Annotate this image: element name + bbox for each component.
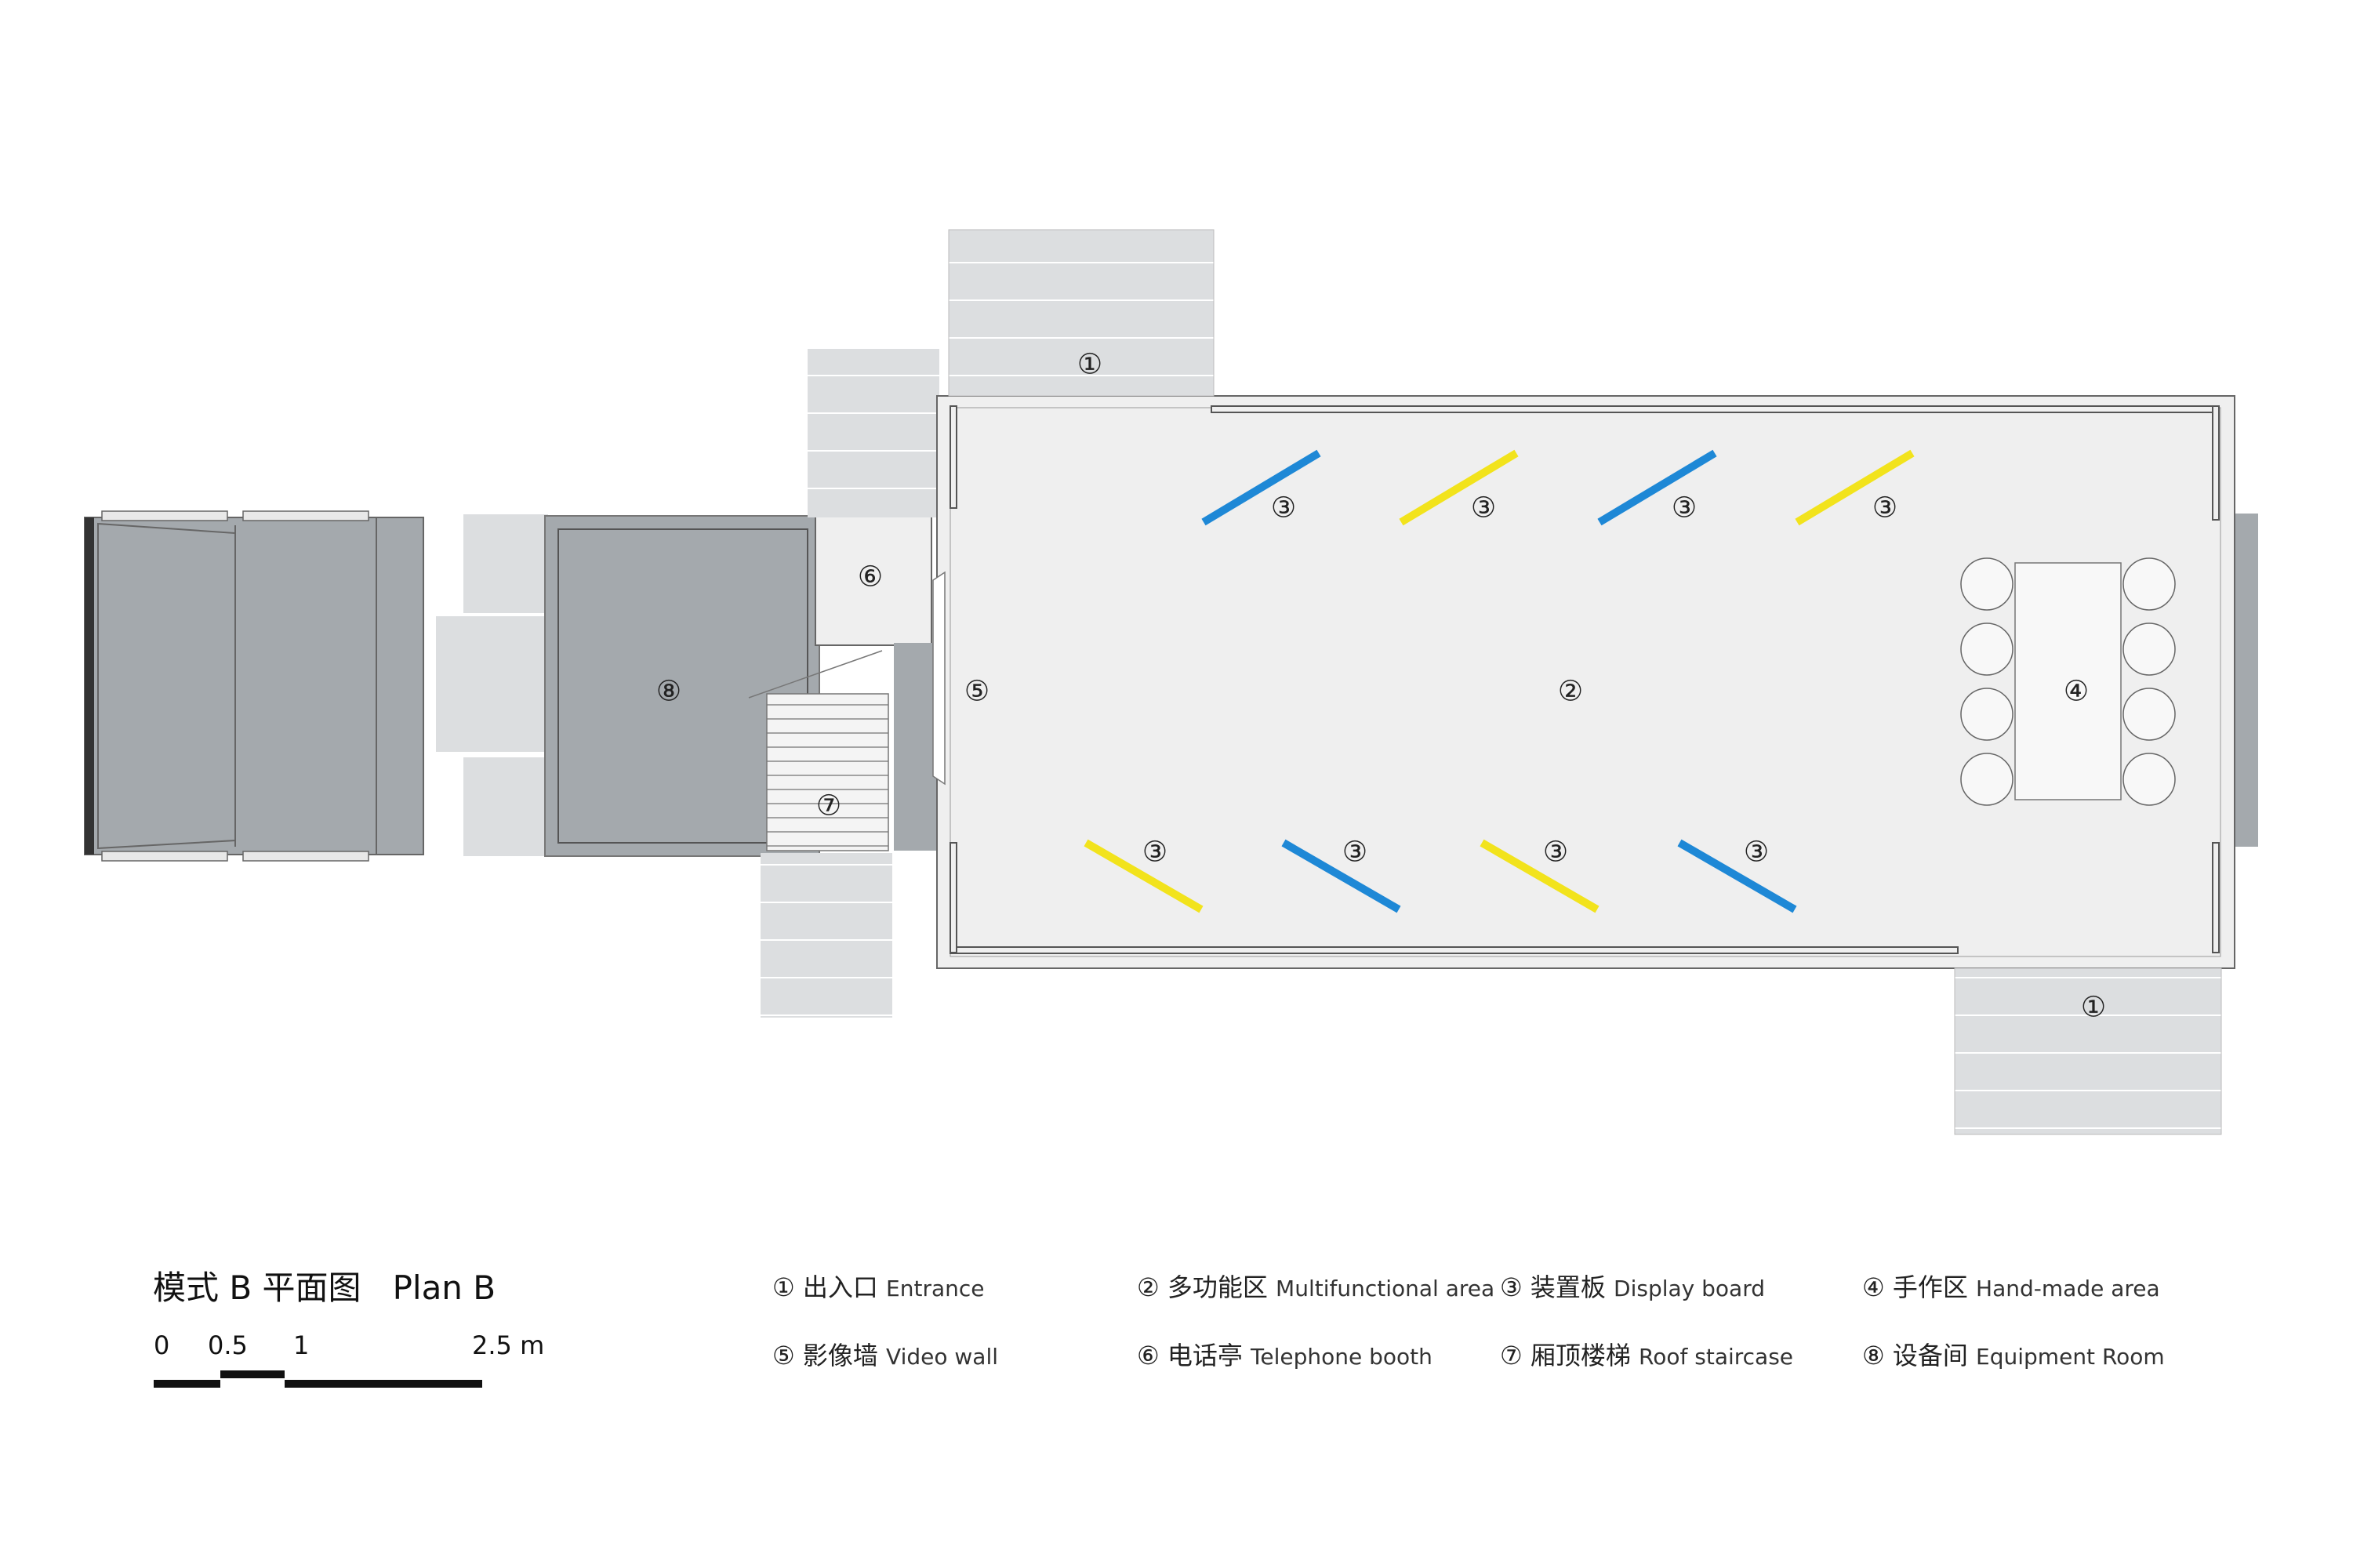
svg-text:① 出入口 Entrance: ① 出入口 Entrance <box>772 1272 985 1302</box>
plan-title: 模式 B 平面图 Plan B <box>153 1269 496 1307</box>
plan-labels: ① ① ② ③ ③ ③ ③ ③ ③ ③ ③ ④ ⑤ ⑥ ⑦ ⑧ <box>656 349 2106 1024</box>
svg-text:② 多功能区 Multifunctional area: ② 多功能区 Multifunctional area <box>1137 1272 1494 1302</box>
label-display: ③ <box>1744 837 1769 869</box>
svg-text:⑥ 电话亭 Telephone booth: ⑥ 电话亭 Telephone booth <box>1137 1341 1432 1370</box>
truck-cab <box>84 510 424 862</box>
main-hall <box>932 395 2258 969</box>
roof-staircase <box>748 643 941 1018</box>
label-display: ③ <box>1672 492 1697 524</box>
label-entrance-bottom: ① <box>2081 992 2106 1024</box>
legend-item: ⑥ 电话亭 Telephone booth <box>1137 1341 1432 1370</box>
handmade-table <box>1960 557 2176 806</box>
svg-text:⑧ 设备间 Equipment Room: ⑧ 设备间 Equipment Room <box>1862 1341 2165 1370</box>
equipment-room <box>544 515 820 857</box>
display-board-blue <box>1281 839 1401 913</box>
label-staircase: ⑦ <box>816 790 841 822</box>
legend-item: ③ 装置板 Display board <box>1500 1272 1765 1302</box>
label-telephone: ⑥ <box>858 561 883 593</box>
scale-tick: 0.5 <box>208 1330 248 1360</box>
label-handmade: ④ <box>2064 676 2089 708</box>
display-boards <box>1084 449 1915 913</box>
display-board-blue <box>1201 449 1321 526</box>
label-display: ③ <box>1471 492 1496 524</box>
telephone-booth <box>815 426 932 646</box>
label-display: ③ <box>1543 837 1568 869</box>
svg-text:④ 手作区 Hand-made area: ④ 手作区 Hand-made area <box>1862 1272 2160 1302</box>
label-display: ③ <box>1142 837 1167 869</box>
display-board-yellow <box>1480 839 1600 913</box>
scale-tick: 0 <box>154 1330 169 1360</box>
legend-item: ① 出入口 Entrance <box>772 1272 985 1302</box>
display-board-yellow <box>1084 839 1204 913</box>
entrance-steps-top <box>948 229 1215 397</box>
legend-item: ⑧ 设备间 Equipment Room <box>1862 1341 2165 1370</box>
scale-bar: 0 0.5 1 2.5 m <box>154 1330 544 1388</box>
display-board-yellow <box>1795 449 1915 526</box>
label-video-wall: ⑤ <box>964 676 989 708</box>
label-display: ③ <box>1872 492 1897 524</box>
entrance-steps-bottom <box>1954 967 2222 1135</box>
svg-text:⑦ 厢顶楼梯 Roof staircase: ⑦ 厢顶楼梯 Roof staircase <box>1500 1341 1793 1370</box>
label-multifunctional: ② <box>1558 676 1583 708</box>
scale-tick: 2.5 m <box>472 1330 544 1360</box>
upper-steps <box>808 349 939 517</box>
label-entrance-top: ① <box>1077 349 1102 381</box>
legend-item: ⑦ 厢顶楼梯 Roof staircase <box>1500 1341 1793 1370</box>
legend-item: ④ 手作区 Hand-made area <box>1862 1272 2160 1302</box>
legend-item: ⑤ 影像墙 Video wall <box>772 1341 998 1370</box>
display-board-blue <box>1677 839 1797 913</box>
scale-tick: 1 <box>293 1330 309 1360</box>
display-board-yellow <box>1399 449 1519 526</box>
connector-blocks <box>434 513 550 858</box>
label-equipment: ⑧ <box>656 676 681 708</box>
svg-text:⑤ 影像墙 Video wall: ⑤ 影像墙 Video wall <box>772 1341 998 1370</box>
display-board-blue <box>1597 449 1717 526</box>
legend: ① 出入口 Entrance ② 多功能区 Multifunctional ar… <box>772 1272 2165 1370</box>
label-display: ③ <box>1342 837 1367 869</box>
label-display: ③ <box>1271 492 1296 524</box>
svg-text:③ 装置板 Display board: ③ 装置板 Display board <box>1500 1272 1765 1302</box>
legend-item: ② 多功能区 Multifunctional area <box>1137 1272 1494 1302</box>
